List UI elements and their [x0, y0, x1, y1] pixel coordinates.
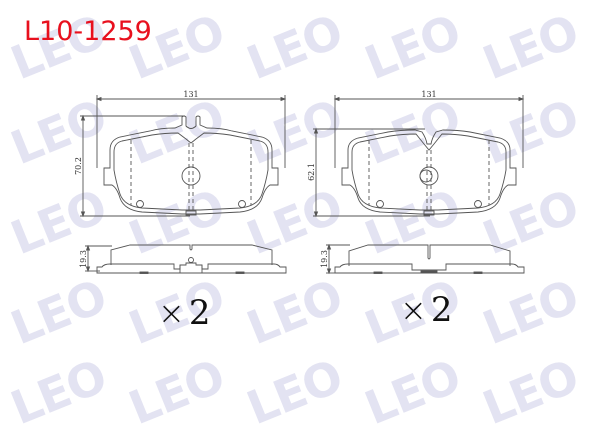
multiply-symbol: × [400, 291, 427, 329]
left-pad-front-view: 131 70.2 [74, 90, 287, 218]
right-pad-side-view: 19.3 [320, 243, 525, 275]
multiply-symbol: × [158, 294, 185, 332]
right-height-dimension: 62.1 [307, 163, 316, 181]
right-pad-front-view: 131 62.1 [307, 90, 525, 218]
right-width-dimension: 131 [421, 90, 436, 99]
right-quantity-value: 2 [430, 290, 453, 330]
left-pad-side-view: 19.3 [79, 244, 287, 274]
left-thickness-dimension: 19.3 [79, 250, 88, 268]
brake-pad-drawing: 131 70.2 131 [74, 90, 525, 275]
left-quantity-label: ×2 [158, 293, 210, 333]
right-thickness-dimension: 19.3 [320, 250, 329, 268]
right-quantity-label: ×2 [400, 290, 452, 330]
left-quantity-value: 2 [188, 293, 211, 333]
left-height-dimension: 70.2 [74, 157, 83, 175]
part-number-title: L10-1259 [24, 16, 152, 47]
left-width-dimension: 131 [183, 90, 198, 99]
